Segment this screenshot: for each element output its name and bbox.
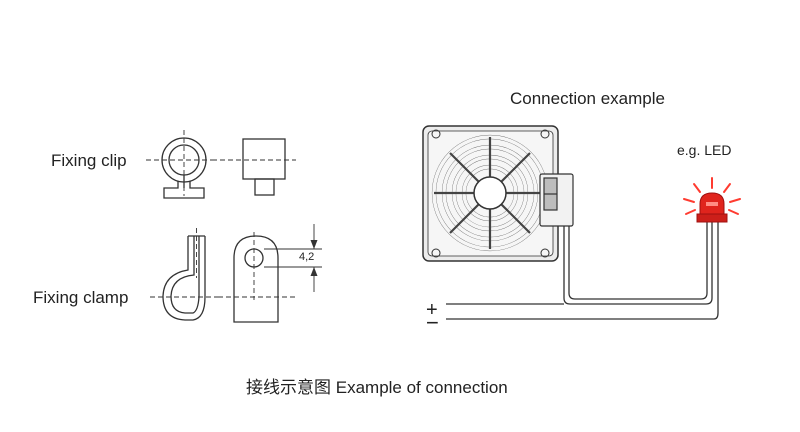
fixing-clamp-label: Fixing clamp bbox=[33, 288, 129, 307]
dimension-label: 4,2 bbox=[299, 251, 315, 263]
fixing-clip-front-drawing bbox=[146, 130, 212, 199]
led-label: e.g. LED bbox=[677, 142, 732, 158]
fan-guard bbox=[422, 125, 559, 262]
plus-terminal-label: + bbox=[426, 299, 438, 321]
fixing-clip-label: Fixing clip bbox=[51, 151, 127, 170]
connection-example-title: Connection example bbox=[510, 89, 665, 108]
caption-chinese: 接线示意图 bbox=[246, 378, 331, 398]
caption-english: Example of connection bbox=[335, 378, 508, 397]
fixing-clip-side-drawing bbox=[212, 138, 296, 196]
fixing-clamp-front-drawing bbox=[218, 224, 322, 323]
dimension-arrows bbox=[310, 240, 318, 276]
diagram-caption: 接线示意图 Example of connection bbox=[246, 373, 508, 398]
sensor-unit bbox=[539, 173, 574, 227]
fixing-clamp-side-drawing bbox=[150, 228, 218, 321]
minus-terminal-label: − bbox=[426, 310, 439, 335]
wiring bbox=[446, 222, 719, 320]
led-lamp bbox=[683, 177, 741, 223]
